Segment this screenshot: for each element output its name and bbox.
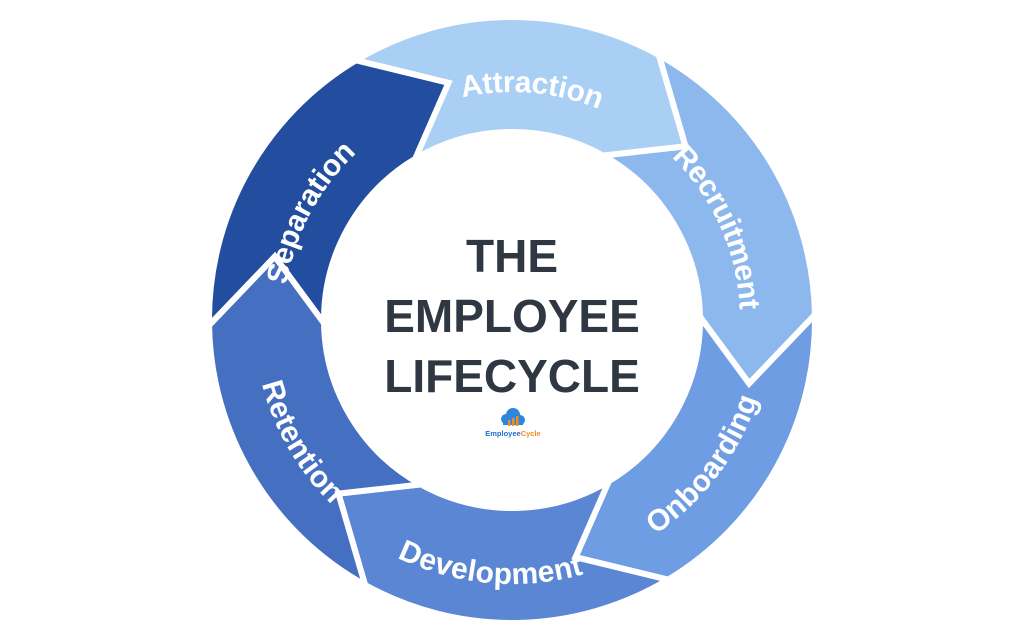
center-disc bbox=[327, 135, 697, 505]
center-title: THE EMPLOYEE LIFECYCLE bbox=[384, 230, 640, 402]
logo-text-cycle: Cycle bbox=[521, 429, 541, 438]
segment-separation bbox=[206, 57, 453, 333]
title-line-1: THE bbox=[466, 230, 558, 282]
cloud-chart-icon bbox=[501, 408, 525, 426]
employeecycle-logo: EmployeeCycle bbox=[485, 408, 541, 438]
logo-text: EmployeeCycle bbox=[485, 429, 540, 438]
title-line-3: LIFECYCLE bbox=[384, 350, 640, 402]
lifecycle-segments bbox=[206, 14, 818, 626]
title-line-2: EMPLOYEE bbox=[384, 290, 640, 342]
logo-text-employee: Employee bbox=[485, 429, 520, 438]
